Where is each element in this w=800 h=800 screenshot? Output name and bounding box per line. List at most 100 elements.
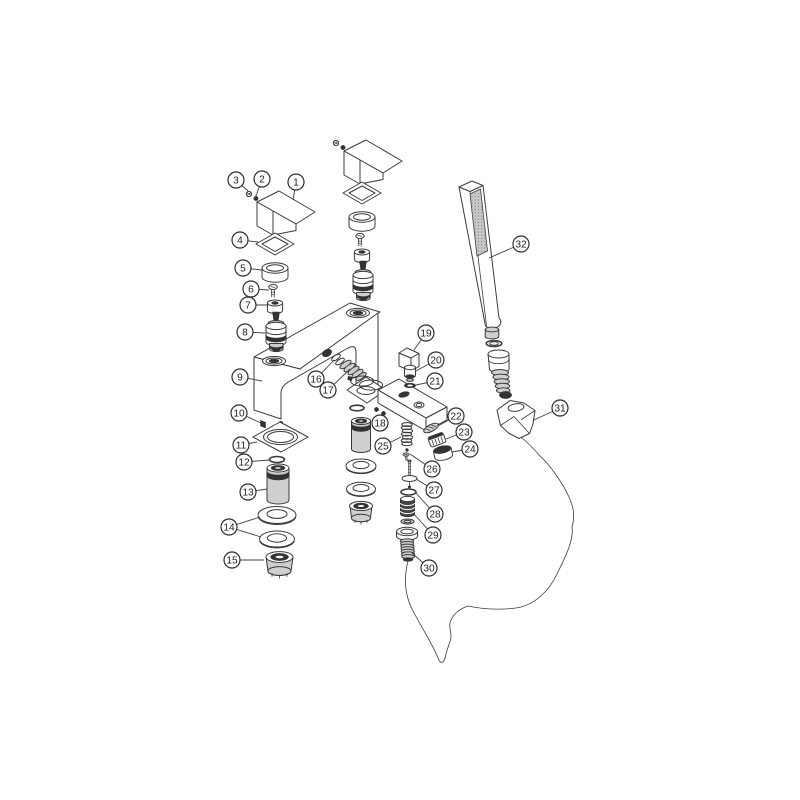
callout-bubble-30 (420, 559, 438, 577)
part-shroud-collar (261, 262, 289, 283)
callout-number-24: 24 (464, 445, 476, 456)
part-fixing-screw (268, 283, 278, 298)
part-spout (377, 378, 448, 432)
callout-number-30: 30 (423, 564, 435, 575)
callout-number-26: 26 (426, 465, 438, 476)
callout-number-6: 6 (248, 285, 254, 296)
callout-bubble-21 (426, 372, 444, 390)
part-base-plate (252, 421, 309, 453)
callout-number-2: 2 (259, 175, 265, 186)
callout-bubble-23 (455, 423, 473, 441)
callout-number-8: 8 (242, 328, 248, 339)
part-valve-cartridge (265, 311, 287, 353)
callout-bubble-14 (220, 518, 238, 536)
part-square-escutcheon (255, 232, 295, 256)
part-hose-nipple (396, 526, 418, 562)
callout-number-20: 20 (430, 356, 442, 367)
part-diverter-rod (401, 459, 418, 489)
callout-number-17: 17 (322, 386, 334, 397)
part-shower-hose (405, 437, 575, 663)
diverter-seat-hole (398, 391, 410, 398)
callout-number-16: 16 (310, 375, 322, 386)
callout-bubble-9 (231, 368, 249, 386)
callout-number-23: 23 (458, 428, 470, 439)
part-backnut-mid (349, 500, 373, 525)
callout-number-29: 29 (427, 531, 439, 542)
callout-bubble-10 (230, 404, 248, 422)
callout-bubble-15 (223, 551, 241, 569)
part-cold-valve-stack (332, 139, 403, 302)
callout-number-21: 21 (429, 377, 441, 388)
callout-bubble-4 (231, 231, 249, 249)
callout-bubble-26 (423, 460, 441, 478)
callout-number-15: 15 (226, 556, 238, 567)
part-spout-o-rings (331, 353, 345, 366)
part-retainer-pins (374, 407, 386, 416)
callout-bubble-11 (232, 436, 250, 454)
callout-bubble-5 (234, 259, 252, 277)
part-backnut-hot (265, 551, 294, 579)
callout-number-18: 18 (374, 419, 386, 430)
callout-number-9: 9 (237, 373, 243, 384)
callout-bubble-8 (236, 323, 254, 341)
callout-number-19: 19 (420, 329, 432, 340)
part-handset-washer (485, 339, 503, 348)
callout-number-13: 13 (242, 488, 254, 499)
part-washers-hot (257, 506, 297, 549)
part-handle-washer (253, 196, 259, 201)
part-o-ring (268, 455, 286, 464)
part-lever-handle (256, 190, 316, 236)
callout-number-3: 3 (233, 176, 239, 187)
part-aerator-insert (404, 364, 416, 382)
part-flow-straightener (427, 432, 447, 448)
callout-number-10: 10 (233, 409, 245, 420)
callout-number-11: 11 (236, 441, 247, 452)
part-diverter-spring (400, 422, 414, 447)
callout-bubble-25 (374, 437, 392, 455)
callout-bubble-17 (319, 381, 337, 399)
part-inlet-filter-hot (266, 463, 290, 505)
callout-number-5: 5 (240, 264, 246, 275)
callout-number-32: 32 (515, 240, 527, 251)
callout-bubble-19 (417, 324, 435, 342)
callout-bubble-13 (239, 483, 257, 501)
callout-number-14: 14 (223, 523, 235, 534)
spout-inlet-hole (322, 348, 332, 358)
callout-bubbles: 1234567891011121314151617181920212223242… (220, 170, 569, 577)
callout-number-1: 1 (293, 178, 299, 189)
callout-bubble-28 (426, 505, 444, 523)
part-handle-screw (245, 190, 253, 198)
part-handset-holder (496, 391, 536, 439)
callout-bubble-3 (227, 171, 245, 189)
part-outlet-washer (423, 422, 439, 434)
callout-bubble-24 (461, 440, 479, 458)
part-inlet-filter-mid (351, 417, 371, 453)
callout-bubble-31 (551, 399, 569, 417)
callout-bubble-2 (253, 170, 271, 188)
callout-number-7: 7 (245, 301, 251, 312)
callout-number-27: 27 (428, 486, 440, 497)
callout-bubble-29 (424, 526, 442, 544)
part-hose-connector (487, 349, 511, 394)
callout-bubble-7 (239, 296, 257, 314)
callout-bubble-32 (512, 235, 530, 253)
callout-bubble-22 (447, 407, 465, 425)
callout-number-22: 22 (450, 412, 462, 423)
part-grub-screw (260, 420, 266, 429)
part-spout-tail (339, 359, 367, 382)
callout-bubble-16 (307, 370, 325, 388)
callout-number-4: 4 (237, 236, 243, 247)
part-diverter-piston (400, 495, 415, 525)
callout-bubble-18 (371, 414, 389, 432)
part-spout-flange (346, 375, 387, 404)
part-aerator-seal (403, 382, 417, 389)
part-diverter-o-ring (400, 488, 417, 496)
part-aerator-cup (432, 445, 454, 461)
part-hot-valve-stack (245, 190, 316, 353)
callout-number-31: 31 (554, 404, 566, 415)
part-shower-handset (458, 180, 502, 340)
callout-bubble-12 (235, 453, 253, 471)
callout-bubble-27 (425, 481, 443, 499)
